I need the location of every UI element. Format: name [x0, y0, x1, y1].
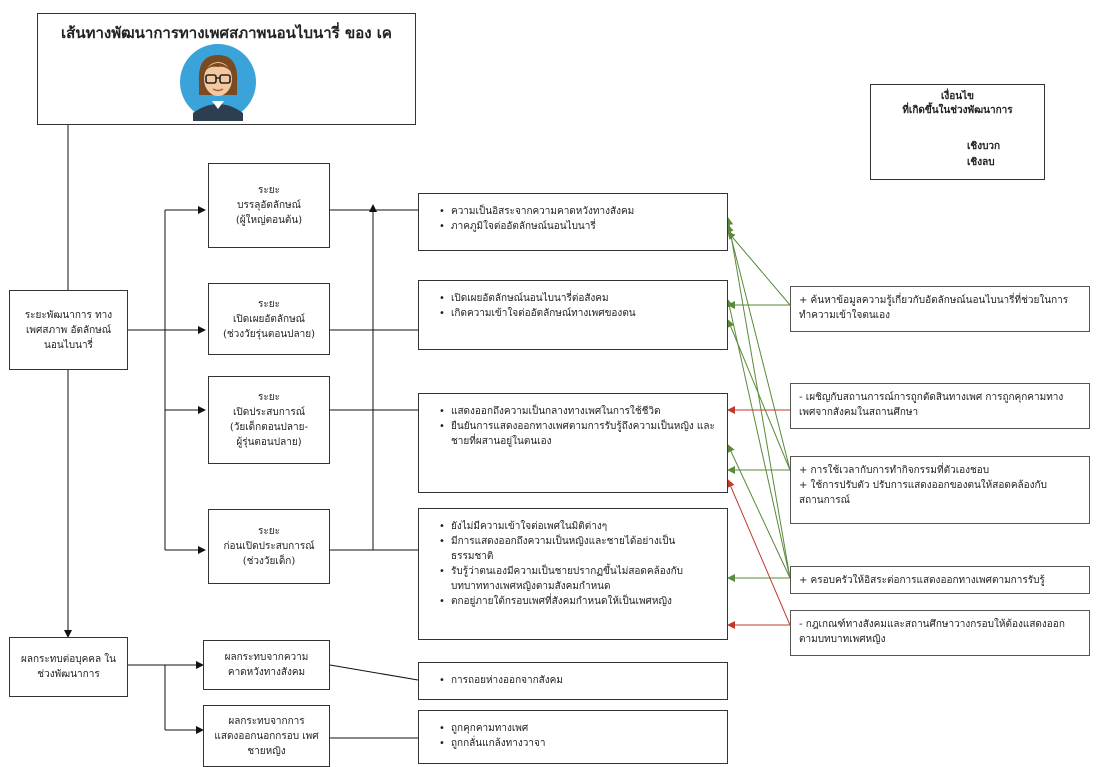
stage-label: ระยะ	[258, 392, 280, 403]
detail-item: ภาคภูมิใจต่ออัตลักษณ์นอนไบนารี่	[439, 219, 717, 234]
detail-item: ยังไม่มีความเข้าใจต่อเพศในมิติต่างๆ	[439, 519, 717, 534]
development-stage-label: ระยะพัฒนาการ ทางเพศสภาพ อัตลักษณ์นอนไบนา…	[24, 309, 113, 351]
stage-label: เปิดประสบการณ์	[232, 407, 306, 418]
stage-label: ระยะ	[258, 298, 280, 310]
legend-title-line1: เงื่อนไข	[940, 91, 974, 102]
condition-text: + การใช้เวลากับการทำกิจกรรมที่ตัวเองชอบ …	[799, 465, 1047, 506]
condition-text: - เผชิญกับสถานการณ์การถูกตัดสินทางเพศ กา…	[799, 392, 1064, 418]
effect-box-social-expectation: ผลกระทบจากความ คาดหวังทางสังคม	[203, 640, 330, 690]
legend-title-line2: ที่เกิดขึ้นในช่วงพัฒนาการ	[902, 105, 1013, 116]
stage-exploration: ระยะ เปิดประสบการณ์ (วัยเด็กตอนปลาย- ผู้…	[208, 376, 330, 464]
legend-box: เงื่อนไข ที่เกิดขึ้นในช่วงพัฒนาการ	[870, 84, 1045, 180]
condition-positive-info-search: + ค้นหาข้อมูลความรู้เกี่ยวกับอัตลักษณ์นอ…	[790, 286, 1090, 332]
effect-label: ผลกระทบจากการ แสดงออกนอกกรอบ เพศชายหญิง	[214, 715, 319, 757]
effect-box-nonconforming: ผลกระทบจากการ แสดงออกนอกกรอบ เพศชายหญิง	[203, 705, 330, 767]
stage-label: (ผู้ใหญ่ตอนต้น)	[235, 215, 303, 226]
stage-label: (ช่วงวัยเด็ก)	[242, 556, 296, 567]
detail-item: เกิดความเข้าใจต่ออัตลักษณ์ทางเพศของตน	[439, 306, 717, 321]
stage-label: ผู้รุ่นตอนปลาย)	[236, 437, 302, 448]
stage-identity-synthesis: ระยะ บรรลุอัตลักษณ์ (ผู้ใหญ่ตอนต้น)	[208, 163, 330, 248]
detail-item: ความเป็นอิสระจากความคาดหวังทางสังคม	[439, 204, 717, 219]
diagram-title: เส้นทางพัฒนาการทางเพศสภาพนอนไบนารี่ ของ …	[61, 24, 392, 42]
detail-item: มีการแสดงออกถึงความเป็นหญิงและชายได้อย่า…	[439, 534, 717, 564]
condition-positive-family: + ครอบครัวให้อิสระต่อการแสดงออกทางเพศตาม…	[790, 566, 1090, 594]
stage-pre-exploration: ระยะ ก่อนเปิดประสบการณ์ (ช่วงวัยเด็ก)	[208, 509, 330, 584]
detail-item: ถูกคุกคามทางเพศ	[439, 721, 717, 736]
stage-label: ระยะ	[258, 185, 280, 196]
detail-item: ยืนยันการแสดงออกทางเพศตามการรับรู้ถึงควา…	[439, 419, 717, 449]
detail-box-synthesis: ความเป็นอิสระจากความคาดหวังทางสังคม ภาคภ…	[418, 193, 728, 251]
effect-detail-nonconforming: ถูกคุกคามทางเพศ ถูกกลั่นแกล้งทางวาจา	[418, 710, 728, 764]
personal-effect-label: ผลกระทบต่อบุคคล ในช่วงพัฒนาการ	[21, 654, 116, 680]
development-stage-box: ระยะพัฒนาการ ทางเพศสภาพ อัตลักษณ์นอนไบนา…	[9, 290, 128, 370]
detail-box-exploration: แสดงออกถึงความเป็นกลางทางเพศในการใช้ชีวิ…	[418, 393, 728, 493]
personal-effect-box: ผลกระทบต่อบุคคล ในช่วงพัฒนาการ	[9, 637, 128, 697]
detail-item: แสดงออกถึงความเป็นกลางทางเพศในการใช้ชีวิ…	[439, 404, 717, 419]
detail-item: รับรู้ว่าตนเองมีความเป็นชายปรากฏขึ้นไม่ส…	[439, 564, 717, 594]
condition-positive-adaptation: + การใช้เวลากับการทำกิจกรรมที่ตัวเองชอบ …	[790, 456, 1090, 524]
condition-text: + ครอบครัวให้อิสระต่อการแสดงออกทางเพศตาม…	[799, 575, 1045, 586]
detail-box-disclosure: เปิดเผยอัตลักษณ์นอนไบนารี่ต่อสังคม เกิดค…	[418, 280, 728, 350]
stage-identity-disclosure: ระยะ เปิดเผยอัตลักษณ์ (ช่วงวัยรุ่นตอนปลา…	[208, 283, 330, 355]
stage-label: (วัยเด็กตอนปลาย-	[229, 422, 309, 433]
detail-item: ถูกกลั่นแกล้งทางวาจา	[439, 736, 717, 751]
avatar-icon	[180, 44, 256, 121]
condition-negative-harassment: - เผชิญกับสถานการณ์การถูกตัดสินทางเพศ กา…	[790, 383, 1090, 429]
detail-item: ตกอยู่ภายใต้กรอบเพศที่สังคมกำหนดให้เป็นเ…	[439, 594, 717, 609]
condition-negative-social-rules: - กฎเกณฑ์ทางสังคมและสถานศึกษาวางกรอบให้ต…	[790, 610, 1090, 656]
stage-label: เปิดเผยอัตลักษณ์	[233, 313, 305, 325]
condition-text: + ค้นหาข้อมูลความรู้เกี่ยวกับอัตลักษณ์นอ…	[799, 295, 1069, 321]
legend-negative-label: เชิงลบ	[967, 157, 995, 168]
effect-detail-social-expectation: การถอยห่างออกจากสังคม	[418, 662, 728, 700]
stage-label: ระยะ	[258, 526, 280, 537]
condition-text: - กฎเกณฑ์ทางสังคมและสถานศึกษาวางกรอบให้ต…	[799, 619, 1065, 645]
detail-box-pre-exploration: ยังไม่มีความเข้าใจต่อเพศในมิติต่างๆ มีกา…	[418, 508, 728, 640]
stage-label: บรรลุอัตลักษณ์	[237, 200, 301, 211]
stage-label: ก่อนเปิดประสบการณ์	[223, 541, 315, 552]
detail-item: การถอยห่างออกจากสังคม	[439, 673, 717, 688]
detail-item: เปิดเผยอัตลักษณ์นอนไบนารี่ต่อสังคม	[439, 291, 717, 306]
effect-label: ผลกระทบจากความ คาดหวังทางสังคม	[224, 652, 309, 678]
stage-label: (ช่วงวัยรุ่นตอนปลาย)	[222, 328, 316, 340]
legend-positive-label: เชิงบวก	[967, 141, 1001, 152]
